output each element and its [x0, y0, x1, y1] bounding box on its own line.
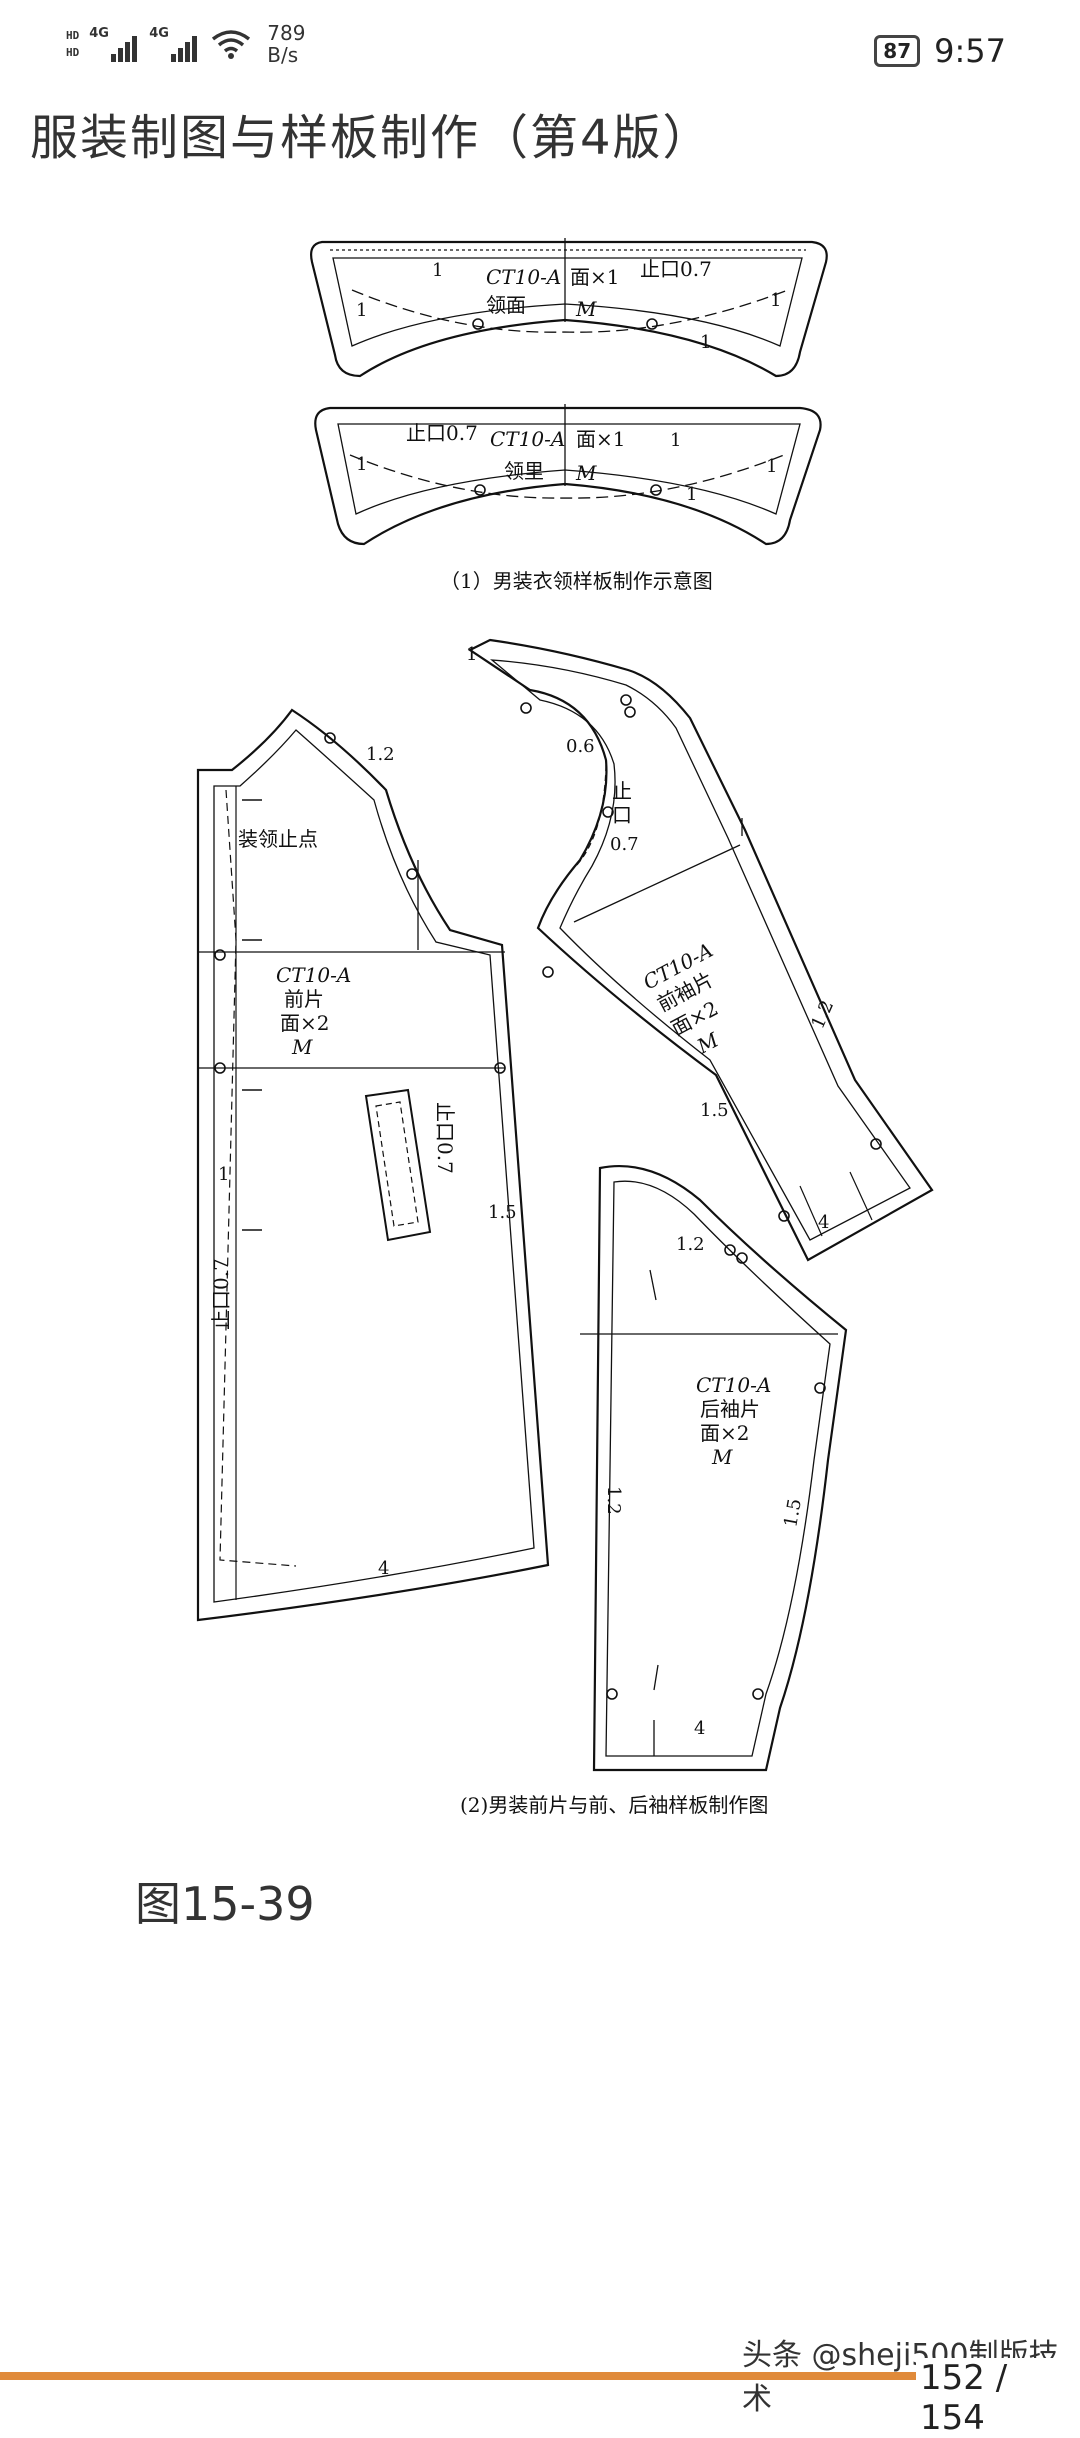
- front-sleeve-piece: [467, 638, 934, 1262]
- front-neck-value: 1.2: [366, 744, 395, 765]
- collar-bottom-seam: 1: [686, 484, 697, 505]
- collar-bottom-size: M: [575, 461, 597, 485]
- back-sleeve-piece: [580, 1164, 848, 1772]
- back-sleeve-hem-value: 4: [694, 1718, 705, 1739]
- collar-top-size: M: [575, 297, 597, 321]
- front-size: M: [291, 1035, 313, 1059]
- hd-icon: HD: [66, 29, 80, 42]
- collar-top-seam: 1: [700, 332, 711, 353]
- reading-progress-fill: [0, 2372, 1066, 2380]
- collar-top-stop-label: 止口0.7: [640, 257, 712, 281]
- collar-top-code: CT10-A: [486, 265, 561, 289]
- network-speed: 789 B/s: [267, 21, 306, 67]
- collar-caption: （1）男装衣领样板制作示意图: [440, 569, 713, 593]
- collar-top-name: 领面: [486, 293, 526, 317]
- front-sleeve-inner-value: 1.5: [700, 1100, 729, 1121]
- hd-icon: HD: [66, 46, 80, 59]
- front-piece: [196, 708, 550, 1622]
- back-sleeve-inner-value: 1.2: [603, 1486, 624, 1515]
- front-stop-vertical: 止口0.7: [209, 1258, 233, 1330]
- front-stop-label: 止口0.7: [433, 1102, 457, 1174]
- signal-icon: 4G: [89, 26, 138, 62]
- front-count: 面×2: [280, 1011, 329, 1035]
- signal-icon: 4G: [149, 26, 198, 62]
- status-bar: HD HD 4G 4G 789 B/s 87 9:57: [0, 0, 1080, 100]
- hd-badges: HD HD: [66, 29, 79, 59]
- back-sleeve-count: 面×2: [700, 1421, 749, 1445]
- collar-top-piece: [310, 238, 828, 378]
- wifi-icon: [212, 30, 251, 59]
- collar-bottom-seam: 1: [766, 456, 777, 477]
- front-sleeve-size: M: [692, 1027, 723, 1059]
- reading-progress-bar[interactable]: [0, 2372, 1080, 2380]
- back-sleeve-cap-value: 1.2: [676, 1234, 705, 1255]
- front-seam: 1: [218, 1164, 229, 1185]
- bottom-caption: (2)男装前片与前、后袖样板制作图: [460, 1793, 768, 1817]
- back-sleeve-outer-value: 1.5: [780, 1497, 806, 1529]
- collar-bottom-piece: [314, 404, 822, 546]
- front-sleeve-cap-value: 0.6: [566, 736, 595, 757]
- collar-top-seam: 1: [356, 300, 367, 321]
- front-name: 前片: [284, 987, 324, 1011]
- front-sleeve-stop-char: 口: [612, 803, 632, 827]
- collar-top-seam: 1: [432, 260, 443, 281]
- collar-top-count: 面×1: [570, 265, 619, 289]
- document-title: 服装制图与样板制作（第4版）: [30, 110, 713, 166]
- back-sleeve-size: M: [711, 1445, 733, 1469]
- front-sleeve-stop-value: 0.7: [610, 834, 639, 855]
- front-side-value: 1.5: [488, 1202, 517, 1223]
- pattern-diagram: CT10-A 面×1 领面 M 止口0.7 1 1 1 1 止口0.7 CT10…: [196, 238, 934, 1817]
- front-code: CT10-A: [276, 963, 351, 987]
- page-counter: 152 / 154: [916, 2358, 1080, 2438]
- collar-bottom-seam: 1: [356, 454, 367, 475]
- front-sleeve-top-value: 1: [466, 644, 477, 665]
- clock: 9:57: [934, 32, 1006, 70]
- back-sleeve-code: CT10-A: [696, 1373, 771, 1397]
- collar-bottom-seam: 1: [670, 430, 681, 451]
- front-collar-point: 装领止点: [238, 827, 318, 851]
- collar-top-seam: 1: [770, 290, 781, 311]
- collar-bottom-stop-label: 止口0.7: [406, 421, 478, 445]
- front-sleeve-stop-char: 止: [612, 779, 632, 803]
- battery-icon: 87: [874, 35, 921, 67]
- collar-bottom-code: CT10-A: [490, 427, 565, 451]
- back-sleeve-name: 后袖片: [700, 1397, 760, 1421]
- collar-bottom-name: 领里: [504, 459, 544, 483]
- front-sleeve-hem-value: 4: [818, 1212, 829, 1233]
- figure-label: 图15-39: [135, 1877, 315, 1931]
- status-bar-left: HD HD 4G 4G 789 B/s: [66, 22, 305, 66]
- status-bar-right: 87 9:57: [874, 32, 1006, 70]
- front-hem-value: 4: [378, 1558, 389, 1579]
- collar-bottom-count: 面×1: [576, 427, 625, 451]
